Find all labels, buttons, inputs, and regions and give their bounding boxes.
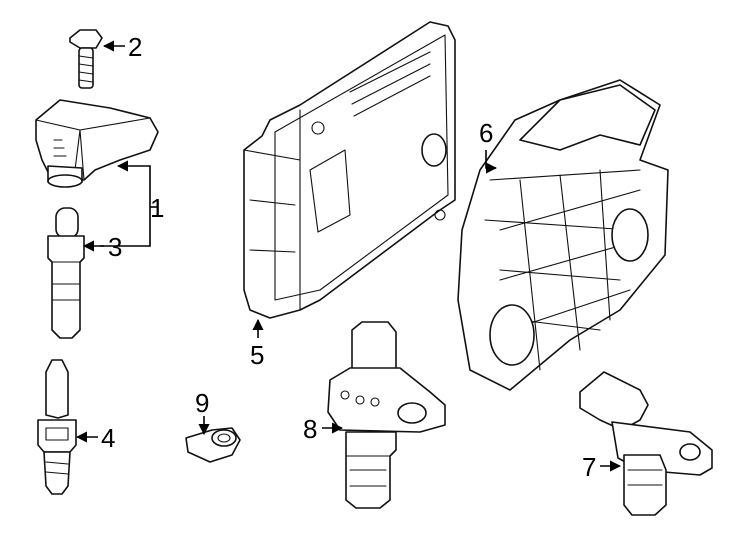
bolt-part xyxy=(69,29,103,89)
ignition-coil-part xyxy=(35,99,159,188)
callout-2: 2 xyxy=(128,32,142,62)
spark-plug-part xyxy=(37,359,77,495)
cam-sensor-small-part xyxy=(579,371,713,516)
leader-lines xyxy=(75,40,622,472)
cam-sensor-large-part xyxy=(327,321,446,509)
callout-5: 5 xyxy=(250,340,264,370)
callout-8: 8 xyxy=(303,414,317,444)
callout-4: 4 xyxy=(101,423,115,453)
callout-3: 3 xyxy=(108,232,122,262)
ecu-bracket-part xyxy=(457,79,669,391)
callout-1: 1 xyxy=(150,193,164,223)
callout-6: 6 xyxy=(479,118,493,148)
knock-sensor-part xyxy=(185,427,241,463)
ecu-part xyxy=(243,21,456,319)
callout-7: 7 xyxy=(582,452,596,482)
callout-9: 9 xyxy=(195,388,209,418)
coil-boot-part xyxy=(47,207,85,339)
